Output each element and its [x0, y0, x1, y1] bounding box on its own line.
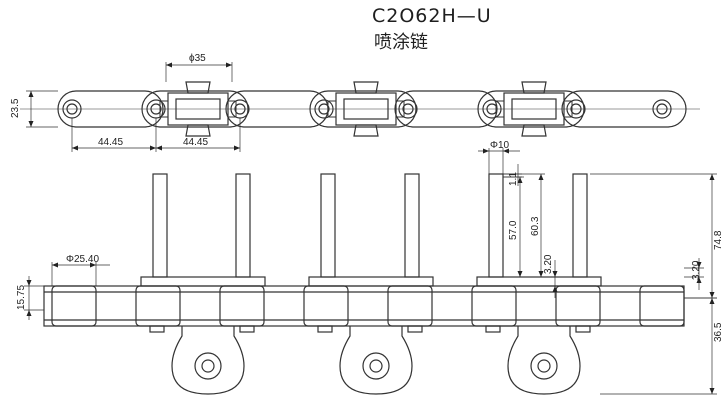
drawing-subtitle: 喷涂链: [374, 32, 428, 53]
dim-phi25-40: Φ25.40: [66, 254, 99, 265]
dim-36-5: 36.5: [713, 322, 724, 342]
dim-pitch-right: 44.45: [183, 137, 208, 148]
dim-1-1: 1.1: [508, 172, 519, 186]
dim-57: 57.0: [508, 220, 519, 240]
dim-15-75: 15.75: [16, 285, 27, 310]
link-plate: [561, 90, 687, 128]
dim-pitch-left: 44.45: [98, 137, 123, 148]
top-view-chain: [20, 81, 700, 137]
dim-3-20-mid: 3.20: [543, 254, 554, 274]
dim-23-5: 23.5: [10, 98, 21, 118]
hangers: [171, 326, 581, 395]
dim-60-3: 60.3: [530, 216, 541, 236]
dim-phi35: ϕ35: [189, 53, 206, 64]
attachment-plate: [477, 90, 585, 128]
attachment-plate: [141, 90, 249, 128]
vertical-pins: [152, 173, 588, 278]
attachment-plate: [309, 90, 417, 128]
drawing-title: C2O62H—U: [372, 5, 492, 27]
dim-3-20-right: 3.20: [691, 260, 702, 280]
link-plate: [57, 90, 164, 128]
dim-74-8: 74.8: [713, 230, 724, 250]
side-view-dimensions: [24, 148, 717, 395]
side-view-chain: [43, 173, 685, 395]
dim-phi10: Φ10: [490, 140, 510, 151]
